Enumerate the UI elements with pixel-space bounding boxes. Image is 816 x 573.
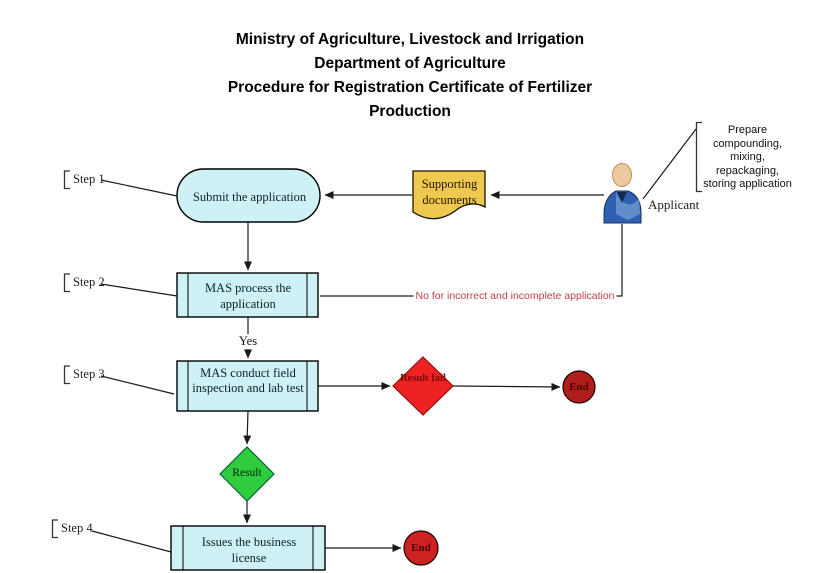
- submit-application-label: Submit the application: [192, 190, 307, 204]
- result-diamond: [219, 446, 275, 502]
- edge-result-fail-to-end: [452, 382, 561, 391]
- mas-process-shape: [176, 272, 319, 318]
- end-success-label: End: [411, 542, 431, 554]
- issue-license-shape: [170, 525, 326, 571]
- applicant-icon: [603, 163, 642, 224]
- step3-leader-line: [100, 375, 175, 395]
- mas-inspect-label: MAS conduct field inspection and lab tes…: [192, 366, 304, 395]
- applicant-body-highlight: [616, 191, 640, 220]
- prepare-note-label: Prepare compounding, mixing, repackaging…: [703, 124, 792, 190]
- step1-label: Step 1: [73, 172, 105, 186]
- mas-inspect-shape: [176, 360, 319, 412]
- step4-bracket: [51, 519, 58, 539]
- edge-inspect-to-result: [243, 410, 252, 445]
- step4-leader-line: [91, 530, 172, 553]
- end-fail-circle: [562, 370, 596, 404]
- step4-label: Step 4: [61, 521, 93, 535]
- title-line-1: Ministry of Agriculture, Livestock and I…: [235, 31, 585, 48]
- title-line-4: Production: [369, 103, 451, 120]
- end-fail-label: End: [569, 381, 589, 393]
- step2-label: Step 2: [73, 275, 105, 289]
- prepare-note-bracket: [695, 121, 702, 193]
- mas-process-label: MAS process the application: [204, 281, 292, 311]
- applicant-note-leader-line: [642, 128, 697, 200]
- title-line-3: Procedure for Registration Certificate o…: [227, 79, 593, 96]
- submit-application-shape: [176, 168, 321, 223]
- step2-bracket: [63, 273, 70, 293]
- step1-leader-line: [100, 179, 178, 197]
- issue-license-label: Issues the business license: [201, 535, 297, 565]
- reject-edge-label: No for incorrect and incomplete applicat…: [413, 290, 617, 302]
- step1-bracket: [63, 170, 70, 190]
- step3-bracket: [63, 365, 70, 385]
- result-fail-label: Result fail: [400, 373, 446, 384]
- applicant-label: Applicant: [648, 197, 700, 212]
- end-success-circle: [403, 530, 439, 566]
- supporting-documents-shape: [412, 170, 486, 220]
- page-title: Ministry of Agriculture, Livestock and I…: [108, 28, 712, 124]
- result-fail-diamond: [392, 356, 454, 416]
- supporting-documents-label: Supporting documents: [421, 177, 478, 207]
- result-label: Result: [232, 467, 262, 479]
- applicant-head: [612, 163, 632, 187]
- step3-label: Step 3: [73, 367, 105, 381]
- step2-leader-line: [100, 283, 178, 297]
- yes-edge-label: Yes: [235, 334, 261, 349]
- edge-reject-to-applicant: [320, 224, 623, 297]
- applicant-collar: [617, 192, 627, 203]
- title-line-2: Department of Agriculture: [314, 55, 506, 72]
